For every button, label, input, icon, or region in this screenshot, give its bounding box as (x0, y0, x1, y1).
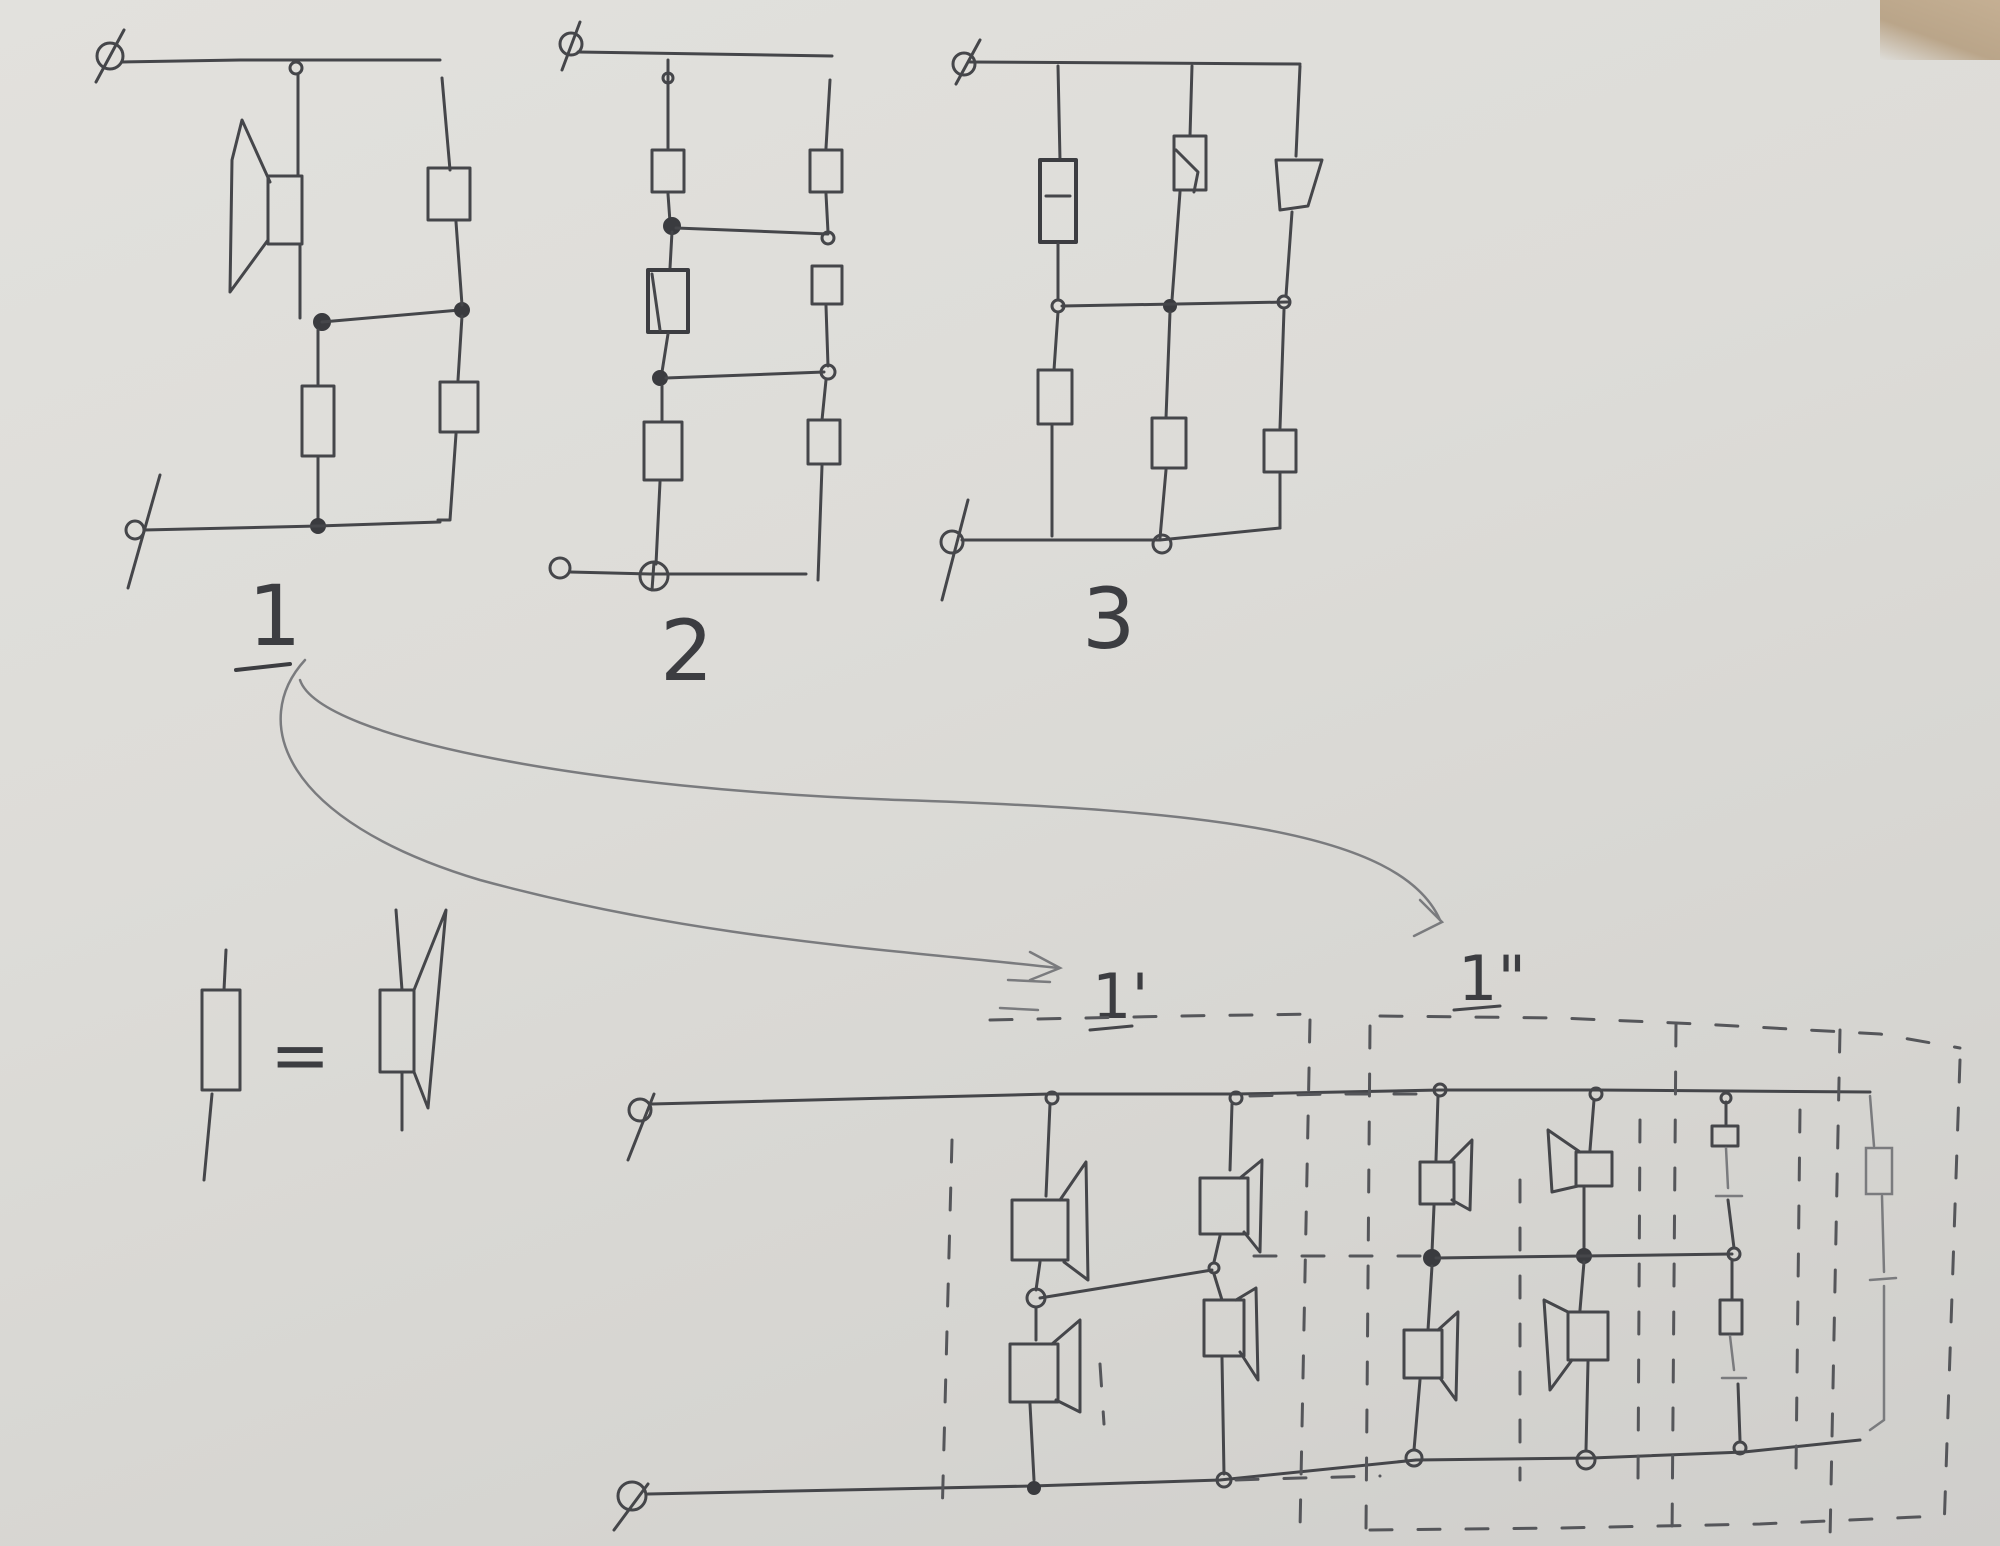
junction-dot (288, 60, 304, 76)
junction-dot (1732, 1440, 1748, 1456)
resistor-box (1710, 1124, 1740, 1148)
junction-dot (1575, 1449, 1597, 1471)
junction-dot (1163, 299, 1177, 313)
dashed-outline (1636, 1118, 1642, 1482)
terminal-top-left (951, 38, 982, 86)
resistor-box (1718, 1298, 1744, 1336)
speaker-icon (1418, 1138, 1474, 1212)
dashed-outline (1828, 1028, 1842, 1542)
resistor-box (426, 166, 472, 222)
label-underline (1088, 1024, 1134, 1032)
junction-dot (1215, 1471, 1233, 1489)
resistor-box (1038, 158, 1078, 244)
dashed-outline (988, 1012, 1322, 1022)
bottom-rail (568, 570, 808, 576)
top-rail (120, 58, 442, 64)
arrow-to-1-double-prime (298, 678, 1442, 922)
resistor-box (1036, 368, 1074, 426)
resistor-box (1864, 1146, 1894, 1196)
resistor-box (642, 420, 684, 482)
dashed-outline (1248, 1092, 1432, 1098)
junction-dot (820, 230, 836, 246)
bottom-rail (142, 520, 442, 532)
junction-dot (1027, 1481, 1041, 1495)
circuit-3: 3 (939, 38, 1324, 668)
legend-equals-sign: = (270, 1013, 330, 1097)
terminal-top-left (558, 20, 584, 72)
resistor-box (808, 148, 844, 194)
arrow-to-1-prime (279, 658, 1060, 970)
terminal-top-left (626, 1092, 656, 1162)
resistor-box (806, 418, 842, 466)
speaker-icon (1010, 1160, 1090, 1282)
wood-surface-corner (1880, 0, 2000, 60)
resistor-box (650, 148, 686, 194)
terminal-top-left (94, 28, 126, 84)
dashed-outline (1368, 1514, 1942, 1532)
dashed-outline (1378, 1014, 1962, 1050)
top-rail (650, 1088, 1872, 1106)
junction-dot (1726, 1246, 1742, 1262)
terminal-bottom-left (939, 498, 970, 602)
terminal-bottom-left (612, 1480, 650, 1532)
dashed-outline (1794, 1108, 1802, 1472)
circuit-2: 2 (548, 20, 844, 700)
label-variant-1-prime: 1' (1092, 960, 1149, 1033)
junction-dot (1044, 1090, 1060, 1106)
speaker-icon (1202, 1286, 1260, 1382)
label-circuit-2: 2 (660, 602, 713, 700)
speaker-icon (646, 268, 690, 334)
legend: = (200, 908, 448, 1182)
resistor-box (300, 384, 336, 458)
junction-dot (1432, 1082, 1448, 1098)
speaker-icon (1172, 134, 1208, 194)
bridge-wire (1038, 1268, 1214, 1300)
bridge-wire (1434, 1252, 1734, 1260)
junction-dot (1228, 1090, 1244, 1106)
speaker-icon (1546, 1128, 1614, 1194)
dashed-outline (1234, 1474, 1382, 1482)
dashed-outline (1098, 1362, 1106, 1426)
speaker-icon (1198, 1158, 1264, 1254)
label-circuit-1: 1 (248, 567, 301, 665)
dashed-outline (1364, 1024, 1372, 1532)
label-underline (1452, 1004, 1502, 1012)
extended-circuit (612, 1012, 1962, 1542)
dashed-outline (1670, 1022, 1678, 1542)
bottom-rail (646, 1438, 1862, 1496)
resistor-icon (200, 988, 242, 1092)
terminal-bottom-left (548, 556, 572, 580)
dashed-outline (1298, 1018, 1312, 1532)
top-rail (576, 50, 834, 58)
junction-dot (1404, 1448, 1424, 1468)
bridge-wire (320, 308, 462, 324)
label-underline (234, 662, 292, 672)
bridge-wire (674, 226, 830, 236)
speaker-icon (378, 908, 448, 1132)
dashed-outline (940, 1138, 954, 1522)
resistor-box (1274, 158, 1324, 212)
top-rail (968, 60, 1302, 66)
bottom-rail (960, 526, 1282, 542)
dashed-outline (1942, 1058, 1962, 1532)
circuit-1: 1 (94, 28, 480, 672)
resistor-box (1262, 428, 1298, 474)
junction-dot (1588, 1086, 1604, 1102)
speaker-icon (1542, 1298, 1610, 1392)
speaker-icon (228, 118, 304, 294)
derivation-arrows (279, 658, 1445, 1012)
bridge-wire (1060, 300, 1290, 308)
terminal-bottom-left (124, 473, 162, 590)
resistor-box (810, 264, 844, 306)
junction-dot (1151, 533, 1173, 555)
speaker-icon (1008, 1318, 1082, 1414)
speaker-icon (1402, 1310, 1460, 1402)
label-circuit-3: 3 (1082, 570, 1135, 668)
label-variant-1-double-prime: 1" (1458, 942, 1526, 1015)
resistor-box (438, 380, 480, 434)
resistor-box (1150, 416, 1188, 470)
bridge-wire (664, 370, 826, 380)
